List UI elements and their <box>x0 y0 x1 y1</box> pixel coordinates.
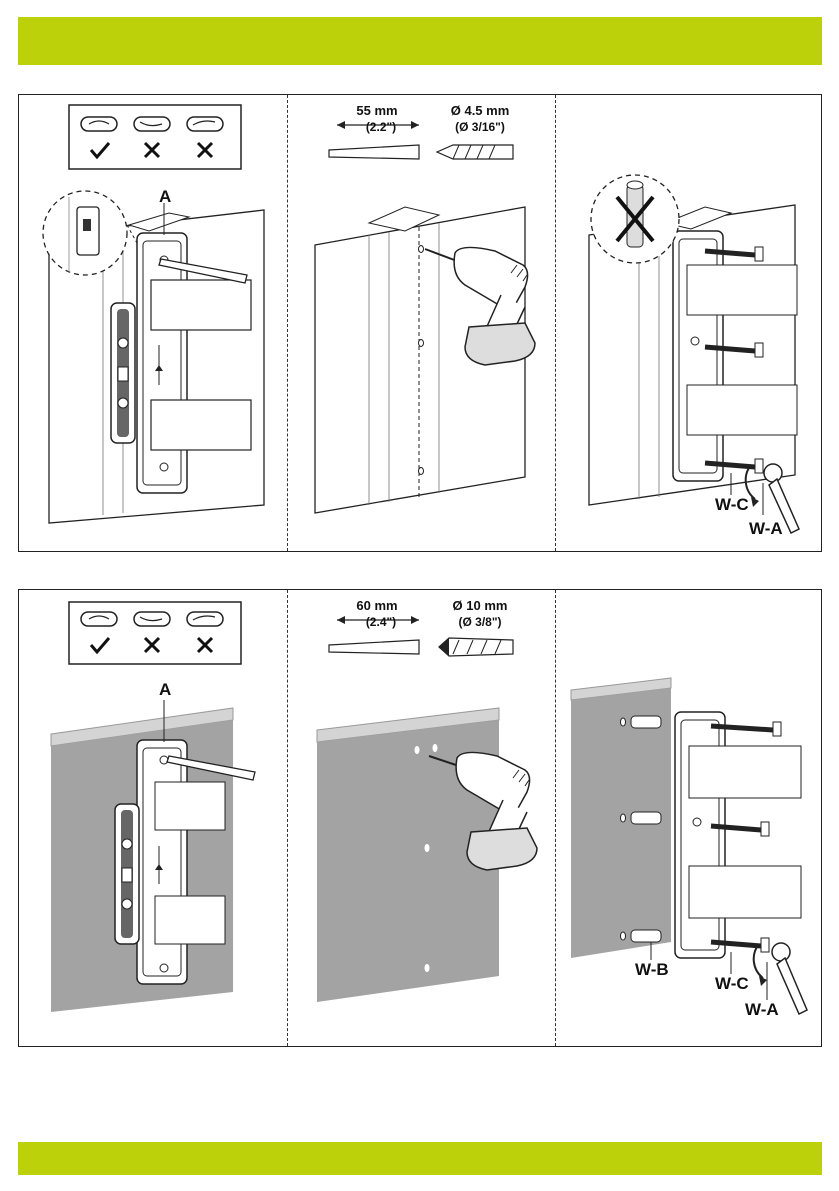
no-anchor-zoom-circle <box>591 175 679 263</box>
drill-diameter-in: (Ø 3/8") <box>435 614 525 630</box>
drill-depth-in: (2.2") <box>331 119 431 135</box>
header-band <box>18 17 822 65</box>
drill-bit-icon <box>437 145 513 159</box>
drill-depth-in: (2.4") <box>331 614 431 630</box>
panel-drill-holes: 60 mm (2.4") Ø 10 mm (Ø 3/8") <box>287 590 555 1046</box>
footer-band <box>18 1142 822 1175</box>
step-wood-stud-frame: A <box>18 94 822 552</box>
part-label-w-c: W-C <box>715 974 749 994</box>
panel-fix-screws: W-B W-C W-A <box>555 590 821 1046</box>
drill-depth-mm: 60 mm <box>327 598 427 614</box>
part-label-w-c: W-C <box>715 495 749 515</box>
part-label-a: A <box>159 187 171 207</box>
part-label-w-a: W-A <box>745 1000 779 1020</box>
drill-bit-icon <box>439 638 513 656</box>
fix-screws-illustration <box>555 95 821 551</box>
mark-holes-illustration <box>19 95 287 551</box>
drill-diameter-mm: Ø 4.5 mm <box>435 103 525 119</box>
drill-depth-mm: 55 mm <box>327 103 427 119</box>
mark-holes-illustration <box>19 590 287 1046</box>
drill-holes-illustration <box>287 95 555 551</box>
drill-diameter-in: (Ø 3/16") <box>435 119 525 135</box>
drill-diameter-mm: Ø 10 mm <box>435 598 525 614</box>
panel-drill-holes: 55 mm (2.2") Ø 4.5 mm (Ø 3/16") <box>287 95 555 551</box>
spirit-level-icon <box>115 804 139 944</box>
step-masonry-frame: A <box>18 589 822 1047</box>
level-check-icon <box>69 105 241 169</box>
level-check-icon <box>69 602 241 664</box>
spirit-level-icon <box>111 303 135 443</box>
fix-screws-illustration <box>555 590 821 1046</box>
part-label-w-b: W-B <box>635 960 669 980</box>
panel-mark-holes: A <box>19 590 287 1046</box>
wall-plate <box>675 712 801 958</box>
panel-mark-holes: A <box>19 95 287 551</box>
drill-holes-illustration <box>287 590 555 1046</box>
part-label-w-a: W-A <box>749 519 783 539</box>
panel-fix-screws: W-C W-A <box>555 95 821 551</box>
part-label-a: A <box>159 680 171 700</box>
